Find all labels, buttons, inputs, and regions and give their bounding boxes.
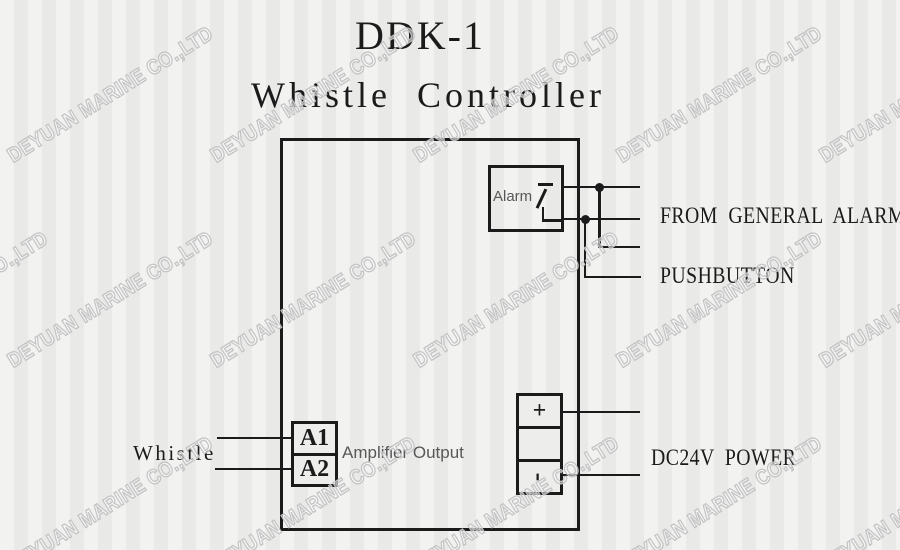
switch-top-contact-icon <box>538 183 553 186</box>
switch-lever-icon <box>535 188 547 209</box>
alarm-label: Alarm <box>493 188 533 205</box>
terminal-a2: A2 <box>299 456 330 483</box>
terminal-divider <box>294 452 335 456</box>
label-dc24v-power: DC24V POWER <box>651 445 797 470</box>
wire-branch-pushbutton <box>583 218 586 278</box>
wire-whistle-a2 <box>215 467 294 470</box>
junction-dot <box>595 182 604 192</box>
watermark-text: DEYUAN MARINE CO.,LTD <box>612 226 827 373</box>
junction-dot <box>580 214 590 224</box>
diagram-subtitle: Whistle Controller <box>251 75 605 115</box>
terminal-a1: A1 <box>299 424 330 451</box>
wire-branch-general-alarm <box>598 186 601 247</box>
switch-bottom-contact-icon <box>541 219 564 222</box>
terminal-divider <box>519 426 560 429</box>
controller-outline <box>280 138 580 531</box>
watermark-text: DEYUAN MARINE CO.,LTD <box>815 431 900 550</box>
power-terminal-block: + - <box>516 393 563 495</box>
terminal-divider <box>519 459 560 462</box>
label-whistle: Whistle <box>133 441 216 465</box>
watermark-text: DEYUAN MARINE CO.,LTD <box>0 226 53 373</box>
wire-power-negative <box>561 473 640 476</box>
wire-general-alarm-return <box>598 245 640 248</box>
switch-bottom-contact-icon <box>541 207 544 220</box>
amplifier-terminal-block: A1 A2 <box>291 421 338 487</box>
label-amplifier-output: Amplifier Output <box>342 443 464 462</box>
watermark-text: DEYUAN MARINE CO.,LTD <box>815 226 900 373</box>
label-pushbutton: PUSHBUTTON <box>660 263 795 288</box>
watermark-text: DEYUAN MARINE CO.,LTD <box>3 226 218 373</box>
alarm-relay-box: Alarm <box>488 165 564 232</box>
wire-pushbutton <box>583 275 641 278</box>
wire-power-positive <box>561 410 640 413</box>
terminal-empty <box>519 429 560 459</box>
terminal-positive: + <box>532 397 547 424</box>
label-from-general-alarm: FROM GENERAL ALARM <box>660 203 900 228</box>
terminal-negative: - <box>519 462 560 492</box>
wire-whistle-a1 <box>217 436 294 439</box>
diagram-title: DDK-1 <box>355 13 485 58</box>
wire-alarm-bottom <box>562 217 640 220</box>
negative-sign: - <box>525 472 555 482</box>
